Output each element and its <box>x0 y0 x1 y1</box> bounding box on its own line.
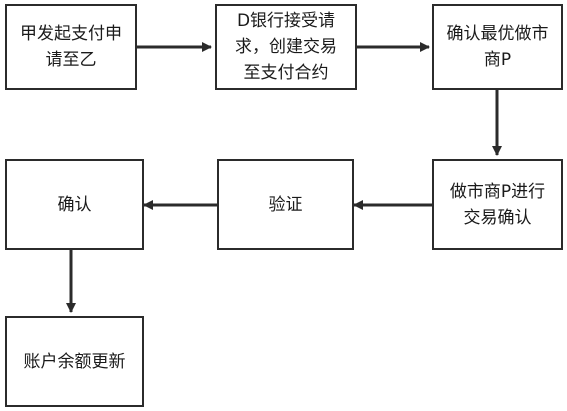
node-verify: 验证 <box>217 159 354 250</box>
node-bank-create-transaction: D银行接受请 求，创建交易 至支付合约 <box>215 4 357 90</box>
node-payment-request: 甲发起支付申 请至乙 <box>5 4 137 90</box>
node-market-maker-confirm: 做市商P进行 交易确认 <box>432 159 563 250</box>
node-account-balance-update: 账户余额更新 <box>5 316 144 407</box>
node-select-market-maker: 确认最优做市 商P <box>432 4 563 90</box>
node-confirm: 确认 <box>5 159 144 250</box>
